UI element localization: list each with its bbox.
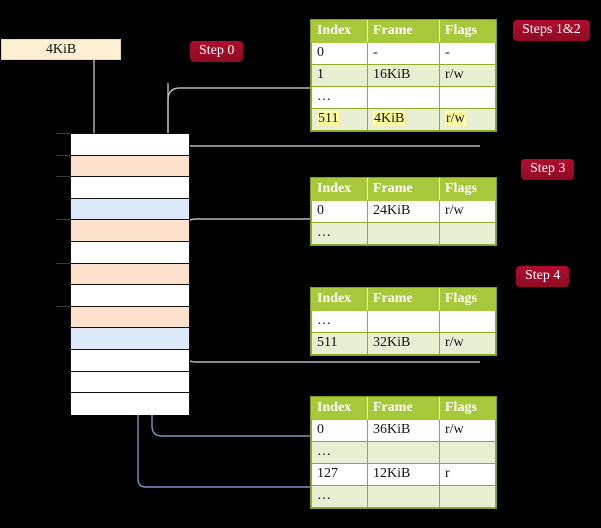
cell-frame: 12KiB — [367, 463, 440, 486]
cell-flags — [439, 310, 496, 333]
memory-frame-row — [71, 285, 189, 307]
memory-frame-row — [71, 241, 189, 264]
column-header-frame: Frame — [367, 397, 440, 420]
cell-frame: 24KiB — [367, 200, 440, 223]
cell-index: … — [311, 86, 368, 109]
column-header-frame: Frame — [367, 178, 440, 201]
memory-frame-row — [71, 134, 189, 156]
memory-tick — [56, 262, 70, 264]
cell-index: … — [311, 310, 368, 333]
memory-frame-row — [71, 198, 189, 221]
memory-tick — [56, 154, 70, 156]
cell-frame: - — [367, 42, 440, 65]
column-header-index: Index — [311, 178, 368, 201]
step-label-step3: Step 3 — [521, 159, 575, 180]
cell-flags: - — [439, 42, 496, 65]
cell-index: … — [311, 222, 368, 245]
step-label-step0: Step 0 — [190, 41, 244, 62]
column-header-index: Index — [311, 288, 368, 311]
cell-flags — [439, 222, 496, 245]
cell-flags: r/w — [439, 108, 496, 131]
cell-flags: r/w — [439, 419, 496, 442]
cell-frame: 16KiB — [367, 64, 440, 87]
cell-frame — [367, 485, 440, 508]
cell-index: 511 — [311, 108, 368, 131]
cell-index: 0 — [311, 419, 368, 442]
cell-frame: 32KiB — [367, 332, 440, 355]
memory-frame-row — [71, 306, 189, 329]
table-row: … — [311, 222, 496, 245]
physical-memory-column — [70, 133, 190, 415]
cell-index: … — [311, 441, 368, 464]
cell-frame — [367, 86, 440, 109]
memory-frame-row — [71, 220, 189, 242]
memory-frame-row — [71, 349, 189, 372]
cell-frame — [367, 222, 440, 245]
cell-flags: r/w — [439, 332, 496, 355]
table-row: … — [311, 86, 496, 109]
cell-frame: 36KiB — [367, 419, 440, 442]
memory-tick — [56, 176, 70, 178]
cell-flags — [439, 86, 496, 109]
column-header-index: Index — [311, 20, 368, 43]
cell-index: 0 — [311, 42, 368, 65]
memory-tick — [56, 219, 70, 221]
column-header-flags: Flags — [439, 397, 496, 420]
cell-frame — [367, 310, 440, 333]
column-header-index: Index — [311, 397, 368, 420]
table-row: … — [311, 485, 496, 508]
cell-flags: r — [439, 463, 496, 486]
cell-flags — [439, 441, 496, 464]
cell-index: 1 — [311, 64, 368, 87]
memory-frame-row — [71, 328, 189, 350]
column-header-flags: Flags — [439, 288, 496, 311]
table-row: … — [311, 441, 496, 464]
cell-index: 511 — [311, 332, 368, 355]
table-row: 0-- — [311, 42, 496, 65]
column-header-frame: Frame — [367, 288, 440, 311]
cell-index: 127 — [311, 463, 368, 486]
memory-frame-row — [71, 155, 189, 178]
memory-frame-row — [71, 393, 189, 415]
step-label-step4: Step 4 — [516, 266, 570, 287]
cell-index: … — [311, 485, 368, 508]
memory-frame-row — [71, 177, 189, 199]
memory-frame-row — [71, 371, 189, 394]
memory-tick — [56, 133, 70, 134]
memory-frame-row — [71, 263, 189, 286]
cell-flags — [439, 485, 496, 508]
step-label-steps1and2: Steps 1&2 — [513, 20, 590, 41]
cell-index: 0 — [311, 200, 368, 223]
memory-tick — [56, 305, 70, 307]
cell-frame: 4KiB — [367, 108, 440, 131]
cell-frame — [367, 441, 440, 464]
cell-flags: r/w — [439, 200, 496, 223]
frame-size-label: 4KiB — [1, 39, 121, 60]
column-header-flags: Flags — [439, 20, 496, 43]
column-header-frame: Frame — [367, 20, 440, 43]
column-header-flags: Flags — [439, 178, 496, 201]
cell-flags: r/w — [439, 64, 496, 87]
table-row: … — [311, 310, 496, 333]
